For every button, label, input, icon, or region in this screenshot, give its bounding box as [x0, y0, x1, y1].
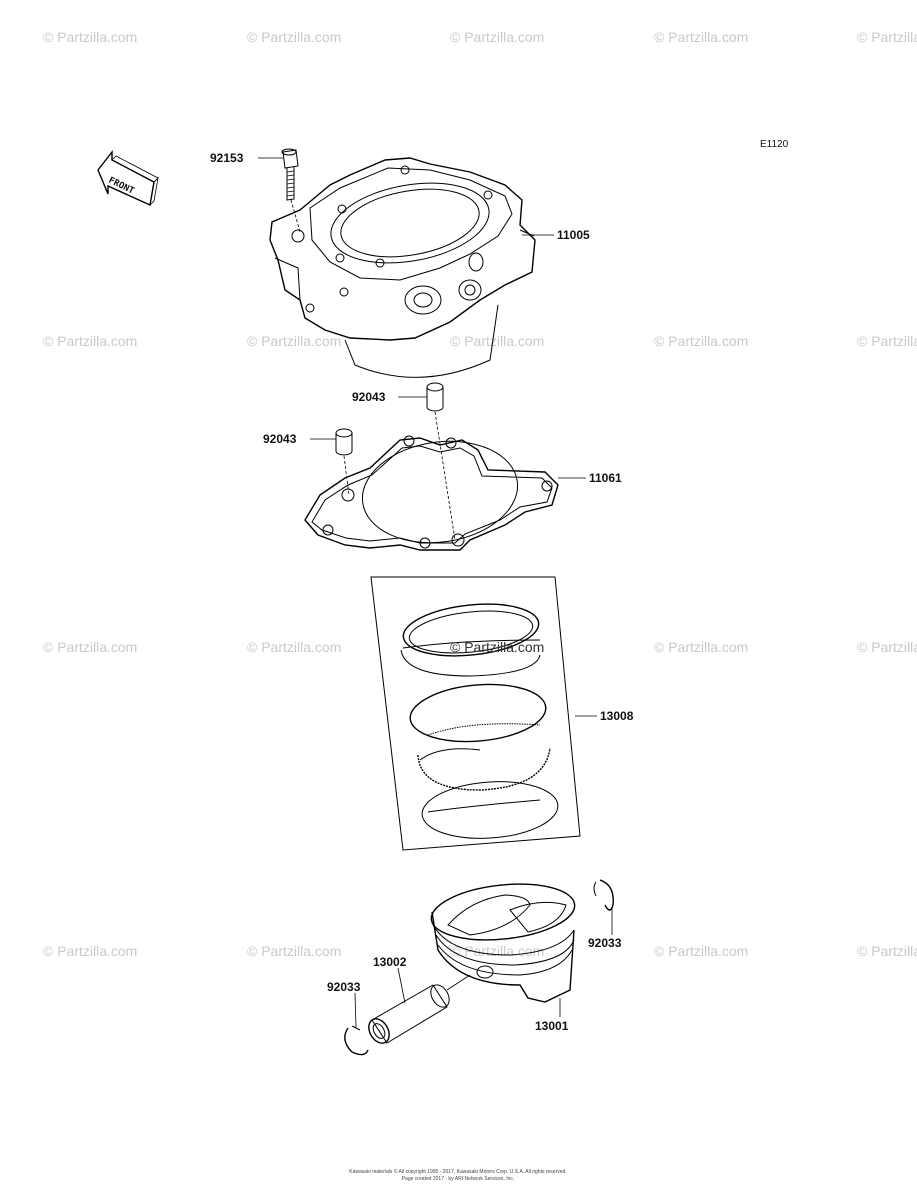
- part-labels: 92153 11005 92043 92043 11061 © Partzill…: [210, 151, 634, 1033]
- watermark: © Partzilla.com: [450, 333, 544, 349]
- clip-drawing: [593, 879, 614, 911]
- pin-drawing: [368, 974, 471, 1044]
- watermark: © Partzilla.com: [247, 943, 341, 959]
- watermark: © Partzilla.com: [247, 639, 341, 655]
- part-label-piston[interactable]: 13001: [535, 1019, 569, 1033]
- part-label-pin[interactable]: 13002: [373, 955, 407, 969]
- watermark: © Partzilla.com: [450, 943, 544, 959]
- diagram-code: E1120: [760, 139, 789, 150]
- part-label-ring-set[interactable]: 13008: [600, 709, 634, 723]
- part-label-dowel-lower[interactable]: 92043: [263, 432, 297, 446]
- bolt-drawing: [281, 148, 301, 233]
- watermark: © Partzilla.com: [450, 639, 544, 655]
- part-label-clip-right[interactable]: 92033: [588, 936, 622, 950]
- watermark-group: © Partzilla.com © Partzilla.com © Partzi…: [43, 29, 917, 959]
- watermark: © Partzilla.com: [43, 29, 137, 45]
- front-arrow-icon: FRONT: [97, 149, 159, 207]
- part-label-cylinder[interactable]: 11005: [557, 228, 590, 242]
- part-label-gasket[interactable]: 11061: [589, 471, 622, 485]
- watermark: © Partzilla.com: [857, 943, 917, 959]
- ring-set-drawing: [370, 576, 581, 851]
- piston-drawing: [430, 883, 576, 1003]
- watermark: © Partzilla.com: [857, 333, 917, 349]
- watermark: © Partzilla.com: [654, 29, 748, 45]
- watermark: © Partzilla.com: [654, 639, 748, 655]
- cylinder-drawing: [269, 157, 536, 378]
- watermark: © Partzilla.com: [654, 943, 748, 959]
- front-label: FRONT: [107, 176, 136, 197]
- watermark: © Partzilla.com: [43, 333, 137, 349]
- clip-drawing: [344, 1025, 369, 1056]
- footer-copyright: Kawasaki materials © All copyright 1995 …: [349, 1168, 566, 1175]
- watermark: © Partzilla.com: [450, 29, 544, 45]
- watermark: © Partzilla.com: [247, 29, 341, 45]
- dowel-drawing: [426, 382, 456, 541]
- watermark: © Partzilla.com: [247, 333, 341, 349]
- watermark: © Partzilla.com: [43, 639, 137, 655]
- part-label-clip-left[interactable]: 92033: [327, 980, 361, 994]
- footer-credit: Page created 2017 - by ARI Network Servi…: [402, 1176, 515, 1182]
- part-label-dowel-upper[interactable]: 92043: [352, 390, 386, 404]
- dowel-drawing: [335, 428, 353, 496]
- watermark: © Partzilla.com: [857, 639, 917, 655]
- watermark: © Partzilla.com: [654, 333, 748, 349]
- gasket-drawing: [304, 435, 559, 551]
- watermark: © Partzilla.com: [43, 943, 137, 959]
- watermark: © Partzilla.com: [857, 29, 917, 45]
- leader-lines: [258, 157, 613, 1029]
- part-label-bolt[interactable]: 92153: [210, 151, 244, 165]
